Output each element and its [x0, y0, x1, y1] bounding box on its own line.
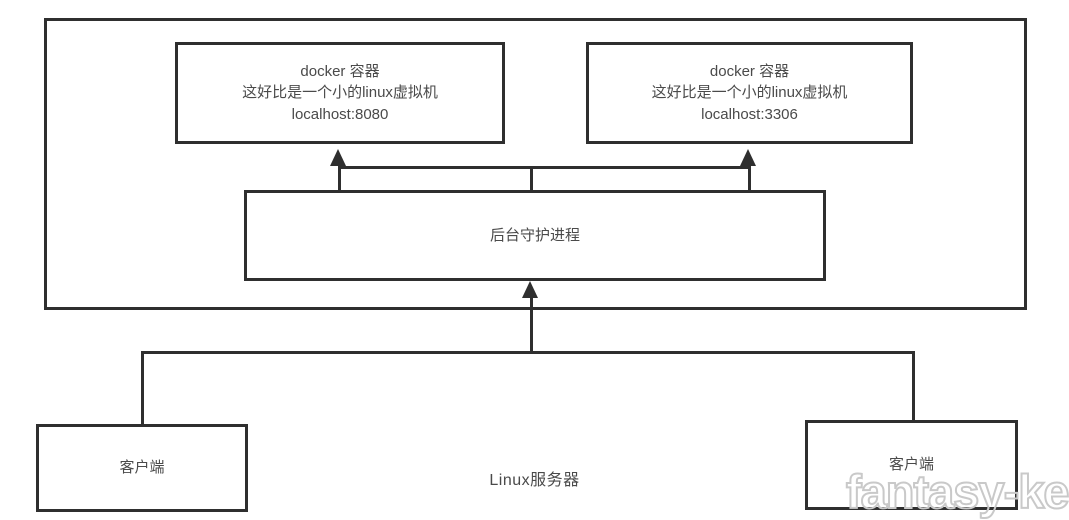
container-2-description: 这好比是一个小的linux虚拟机 [651, 84, 848, 102]
client-box-left[interactable]: 客户端 [36, 424, 248, 512]
container-2-address: localhost:3306 [701, 105, 798, 123]
client-right-label: 客户端 [888, 456, 934, 474]
arrowhead-to-daemon-icon [522, 281, 538, 298]
connector-clients-to-daemon-riser [530, 298, 533, 352]
watermark-text: fantasy-ke [845, 464, 1069, 519]
connector-client-bus-horizontal [141, 351, 915, 354]
connector-client-left-drop [141, 351, 144, 426]
connector-daemon-riser [530, 166, 533, 190]
docker-container-box-2[interactable]: docker 容器 这好比是一个小的linux虚拟机 localhost:330… [586, 42, 913, 144]
client-box-right[interactable]: 客户端 [805, 420, 1018, 510]
connector-daemon-to-container-2-vertical [748, 166, 751, 190]
connector-daemon-to-container-1-vertical [338, 166, 341, 190]
container-1-description: 这好比是一个小的linux虚拟机 [242, 84, 438, 102]
arrowhead-to-container-2-icon [740, 149, 756, 166]
daemon-process-label: 后台守护进程 [489, 226, 580, 244]
connector-daemon-to-container-1-horizontal [338, 166, 532, 169]
container-1-address: localhost:8080 [291, 105, 389, 123]
arrowhead-to-container-1-icon [330, 149, 346, 166]
client-left-label: 客户端 [119, 459, 165, 477]
linux-server-label: Linux服务器 [489, 472, 580, 489]
connector-client-right-drop [912, 351, 915, 422]
connector-daemon-to-container-2-horizontal [530, 166, 751, 169]
docker-container-box-1[interactable]: docker 容器 这好比是一个小的linux虚拟机 localhost:808… [175, 42, 505, 144]
daemon-process-box[interactable]: 后台守护进程 [244, 190, 826, 281]
container-1-title: docker 容器 [300, 63, 380, 81]
container-2-title: docker 容器 [709, 63, 790, 81]
